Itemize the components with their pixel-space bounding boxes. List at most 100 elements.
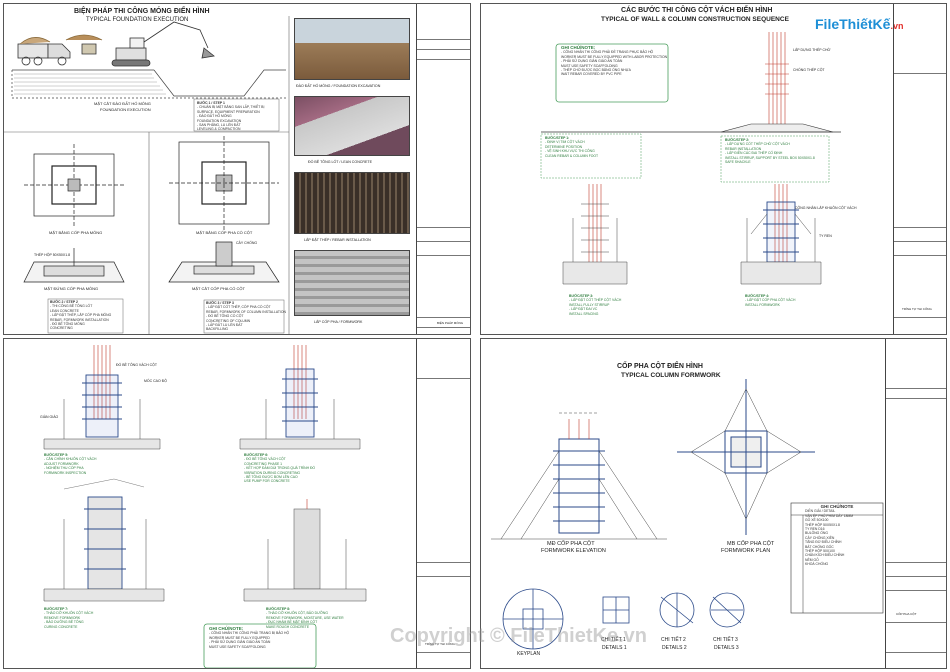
step1-line: DETERMINE POSITION bbox=[545, 144, 583, 149]
sheet3-title-block: TRÌNH TỰ THI CÔNG bbox=[416, 339, 470, 668]
logo: FileThiếtKế.vn bbox=[815, 16, 903, 32]
sheet2-step4: BƯỚC/STEP 4: - LẮP ĐẶT CỐP PHA CỘT VÁCH … bbox=[745, 294, 795, 307]
note-line: WORKER MUST BE FULLY EQUIPPED WITH LABOR… bbox=[561, 54, 668, 59]
step7-line: REMOVE FORMWORK bbox=[44, 615, 81, 620]
sheet4-drawing bbox=[491, 379, 884, 650]
step5-line: - CĂN CHỈNH KHUÔN CỘT VÁCH bbox=[44, 457, 97, 462]
step6-line: - BÊ TÔNG ĐƯỢC BƠM LÊN CAO bbox=[244, 475, 298, 480]
photo1-caption: ĐÀO ĐẤT HỐ MÓNG / FOUNDATION EXCAVATION bbox=[296, 84, 381, 88]
sheet-foundation-execution: BIỆN PHÁP THI CÔNG MÓNG ĐIỂN HÌNH TYPICA… bbox=[3, 3, 471, 335]
plan-title-en: FORMWORK PLAN bbox=[721, 548, 771, 554]
step8-title: BƯỚC/STEP 8: bbox=[266, 607, 291, 611]
label-mark-level: MỐC CAO ĐỘ bbox=[144, 379, 167, 383]
step7-line: - THÁO DỠ KHUÔN CỘT VÁCH bbox=[44, 611, 94, 616]
step3-line: - LẮP ĐẶT ĐAI VC bbox=[569, 307, 598, 312]
step2-line: - ĐỔ BÊ TÔNG MÓNG bbox=[50, 322, 85, 327]
step6-line: CONCRETING PHASE 1 bbox=[244, 461, 283, 466]
note-row: BULÔNG ỐNG bbox=[805, 531, 828, 536]
step2-line: SAFE SHACKLE bbox=[725, 160, 751, 165]
step2-line: - THI CÔNG BÊ TÔNG LÓT bbox=[50, 304, 93, 309]
sheet1-step3: BƯỚC 3 / STEP 3 - LẮP ĐẶT CỐT THÉP, CỐP … bbox=[206, 301, 286, 332]
label-tie: CÂY CHỐNG bbox=[236, 241, 258, 245]
photo3-caption: LẮP ĐẶT THÉP / REBAR INSTALLATION bbox=[304, 238, 371, 242]
step3-line: INSTALL SPACING bbox=[569, 311, 599, 316]
sheet2-note-title: GHI CHÚ/NOTE: bbox=[561, 45, 596, 50]
step8-line: REMOVE FORMWORK, MOISTURE, USE WATER bbox=[266, 615, 344, 620]
sheet4-note-title: GHI CHÚ/NOTE bbox=[820, 504, 854, 509]
sheet1-title-en: TYPICAL FOUNDATION EXECUTION bbox=[86, 17, 189, 23]
cap-section-foundation: MẶT ĐỨNG CỐP PHA MÓNG bbox=[44, 286, 99, 291]
step3-title: BƯỚC 3 / STEP 3 bbox=[206, 301, 234, 305]
step5-line: - NGHIỆM THU CỐP PHA bbox=[44, 466, 84, 471]
sheet3-note-title: GHI CHÚ/NOTE: bbox=[209, 626, 244, 631]
step6-line: - KẾT HỢP ĐẦM DÙI TRONG QUÁ TRÌNH ĐỔ bbox=[244, 466, 316, 471]
note-line: MUST USE SAFETY SCAFFOLDING bbox=[561, 63, 618, 68]
photo2-caption: ĐỔ BÊ TÔNG LÓT / LEAN CONCRETE bbox=[308, 160, 372, 164]
step1-line: - VỆ SINH KHU VỰC THI CÔNG bbox=[545, 149, 595, 154]
note-row: VÁN ÉP PHỦ PHIM DÀY 18MM bbox=[805, 513, 854, 518]
sheet3-step8: BƯỚC/STEP 8: - THÁO DỠ KHUÔN CỘT, BẢO DƯ… bbox=[266, 607, 344, 629]
logo-suffix: .vn bbox=[890, 21, 904, 31]
note-row: NÊM GỖ bbox=[805, 557, 819, 562]
elevation-title-vi: MĐ CỐP PHA CỘT bbox=[547, 541, 595, 547]
sheet3-tb-text: TRÌNH TỰ THI CÔNG bbox=[425, 642, 455, 646]
note-row: THÉP HỘP 50X50X1.8 bbox=[805, 522, 840, 527]
sheet4-title-block: CỐP PHA CỘT bbox=[885, 339, 946, 668]
step2-title: BƯỚC/STEP 2: bbox=[725, 138, 750, 142]
note-row: TĂNG ĐƠ ĐIỀU CHỈNH bbox=[805, 540, 842, 545]
step4-line: - LẮP ĐẶT CỐP PHA CỘT VÁCH bbox=[745, 298, 796, 303]
sheet1-tb-text: BIỆN PHÁP MÓNG bbox=[437, 321, 464, 325]
step7-line: CURING CONCRETE bbox=[44, 624, 78, 629]
note-line: - PHẢI SỬ DỤNG GIÀN GIÁO AN TOÀN bbox=[561, 59, 623, 64]
sheet2-note: GHI CHÚ/NOTE: - CÔNG NHÂN THI CÔNG PHẢI … bbox=[561, 45, 668, 77]
step2-line: INSTALL STIRRUP, SUPPORT BY STEEL BOX 50… bbox=[725, 155, 815, 160]
elevation-title-en: FORMWORK ELEVATION bbox=[541, 548, 606, 554]
cap-plan-column: MẶT BẰNG CỐP PHA CỔ CỘT bbox=[196, 230, 253, 235]
step4-line: INSTALL FORMWORK bbox=[745, 302, 780, 307]
sheet-column-concreting: ĐỔ BÊ TÔNG VÁCH CỘT MỐC CAO ĐỘ GIÀN GIÁO… bbox=[3, 338, 471, 669]
step6-line: USE PUMP FOR CONCRETE bbox=[244, 479, 290, 484]
sheet4-note-header: DIỄN GIẢI / DETAIL bbox=[805, 509, 836, 514]
step3-line: - LẤP ĐẤT LU LÈN ĐẤT bbox=[206, 323, 243, 328]
detail3-title-en: DETAILS 3 bbox=[714, 645, 739, 651]
step2-line: - LẮP ĐẶT THÉP, LẮP CỐP PHA MÓNG bbox=[50, 313, 112, 318]
step6-line: - ĐỔ BÊ TÔNG VÁCH CỘT bbox=[244, 457, 286, 462]
sheet1-title-vi: BIỆN PHÁP THI CÔNG MÓNG ĐIỂN HÌNH bbox=[74, 8, 210, 15]
cap-excavation-en: FOUNDATION EXECUTION bbox=[100, 107, 151, 112]
step2-line: LEAN CONCRETE bbox=[50, 308, 79, 313]
step1-line: FOUNDATION EXCAVATION bbox=[197, 118, 242, 123]
note-line: MUST USE SAFETY SCAFFOLDING bbox=[209, 644, 266, 649]
step3-line: INSTALL FULLY STIRRUP bbox=[569, 302, 610, 307]
step3-title: BƯỚC/STEP 3: bbox=[569, 294, 594, 298]
step3-line: - LẮP ĐẶT CỐT THÉP CỘT VÁCH bbox=[569, 298, 622, 303]
step1-line: - ĐỊNH VỊ TIM CỘT VÁCH bbox=[545, 140, 585, 145]
label-top-concreting: ĐỔ BÊ TÔNG VÁCH CỘT bbox=[116, 363, 157, 367]
step7-line: - BẢO DƯỠNG BÊ TÔNG bbox=[44, 620, 84, 625]
sheet4-title-vi: CỐP PHA CỘT ĐIỂN HÌNH bbox=[617, 363, 703, 370]
sheet2-title-vi: CÁC BƯỚC THI CÔNG CỘT VÁCH ĐIỂN HÌNH bbox=[621, 7, 773, 14]
step1-line: - CHUẨN BỊ MẶT BẰNG SAN LẤP, THIẾT BỊ bbox=[197, 105, 265, 110]
step8-line: MAKE ROUGH CONCRETE bbox=[266, 624, 310, 629]
label-tie-rod: TY REN bbox=[819, 234, 832, 238]
sheet-wall-column-sequence: CÁC BƯỚC THI CÔNG CỘT VÁCH ĐIỂN HÌNH TYP… bbox=[480, 3, 947, 335]
label-steel-box: THÉP HỘP 50X50X1.8 bbox=[34, 253, 71, 257]
note-row: THÉP HỘP 50X100 bbox=[805, 549, 835, 554]
step5-line: ADJUST FORMWORK bbox=[44, 461, 79, 466]
cap-plan-formwork: MẶT BẰNG CỐP PHA MÓNG bbox=[49, 230, 103, 235]
step1-line: - SAN PHẲNG, LU LÈN ĐẤT bbox=[197, 123, 241, 128]
sheet1-title-block: BIỆN PHÁP MÓNG bbox=[416, 4, 470, 334]
plan-title-vi: MB CỐP PHA CỘT bbox=[727, 541, 775, 547]
sheet2-drawing bbox=[540, 32, 841, 285]
sheet2-step3: BƯỚC/STEP 3: - LẮP ĐẶT CỐT THÉP CỘT VÁCH… bbox=[569, 294, 621, 316]
note-line: - CÔNG NHÂN THI CÔNG PHẢI ĐỂ TRANG PHỤC … bbox=[561, 50, 654, 55]
step3-line: CONCRETING OF COLUMN bbox=[206, 318, 251, 323]
sheet3-step7: BƯỚC/STEP 7: - THÁO DỠ KHUÔN CỘT VÁCH RE… bbox=[44, 607, 93, 629]
step1-line: CLEAN REBAR & COLUMN FOOT bbox=[545, 153, 599, 158]
cap-section-column: MẶT CẮT CỐP PHA CỔ CỘT bbox=[192, 286, 245, 291]
sheet3-drawing bbox=[43, 345, 367, 668]
sheet3-step6: BƯỚC/STEP 6: - ĐỔ BÊ TÔNG VÁCH CỘT CONCR… bbox=[244, 453, 315, 484]
step3-line: BACKFILLING bbox=[206, 327, 229, 332]
cap-excavation-vi: MẶT CẮT ĐÀO ĐẤT HỐ MÓNG bbox=[94, 101, 151, 106]
photo-lean-concrete bbox=[294, 96, 410, 156]
sheet1-step2: BƯỚC 2 / STEP 2 - THI CÔNG BÊ TÔNG LÓT L… bbox=[50, 300, 111, 331]
